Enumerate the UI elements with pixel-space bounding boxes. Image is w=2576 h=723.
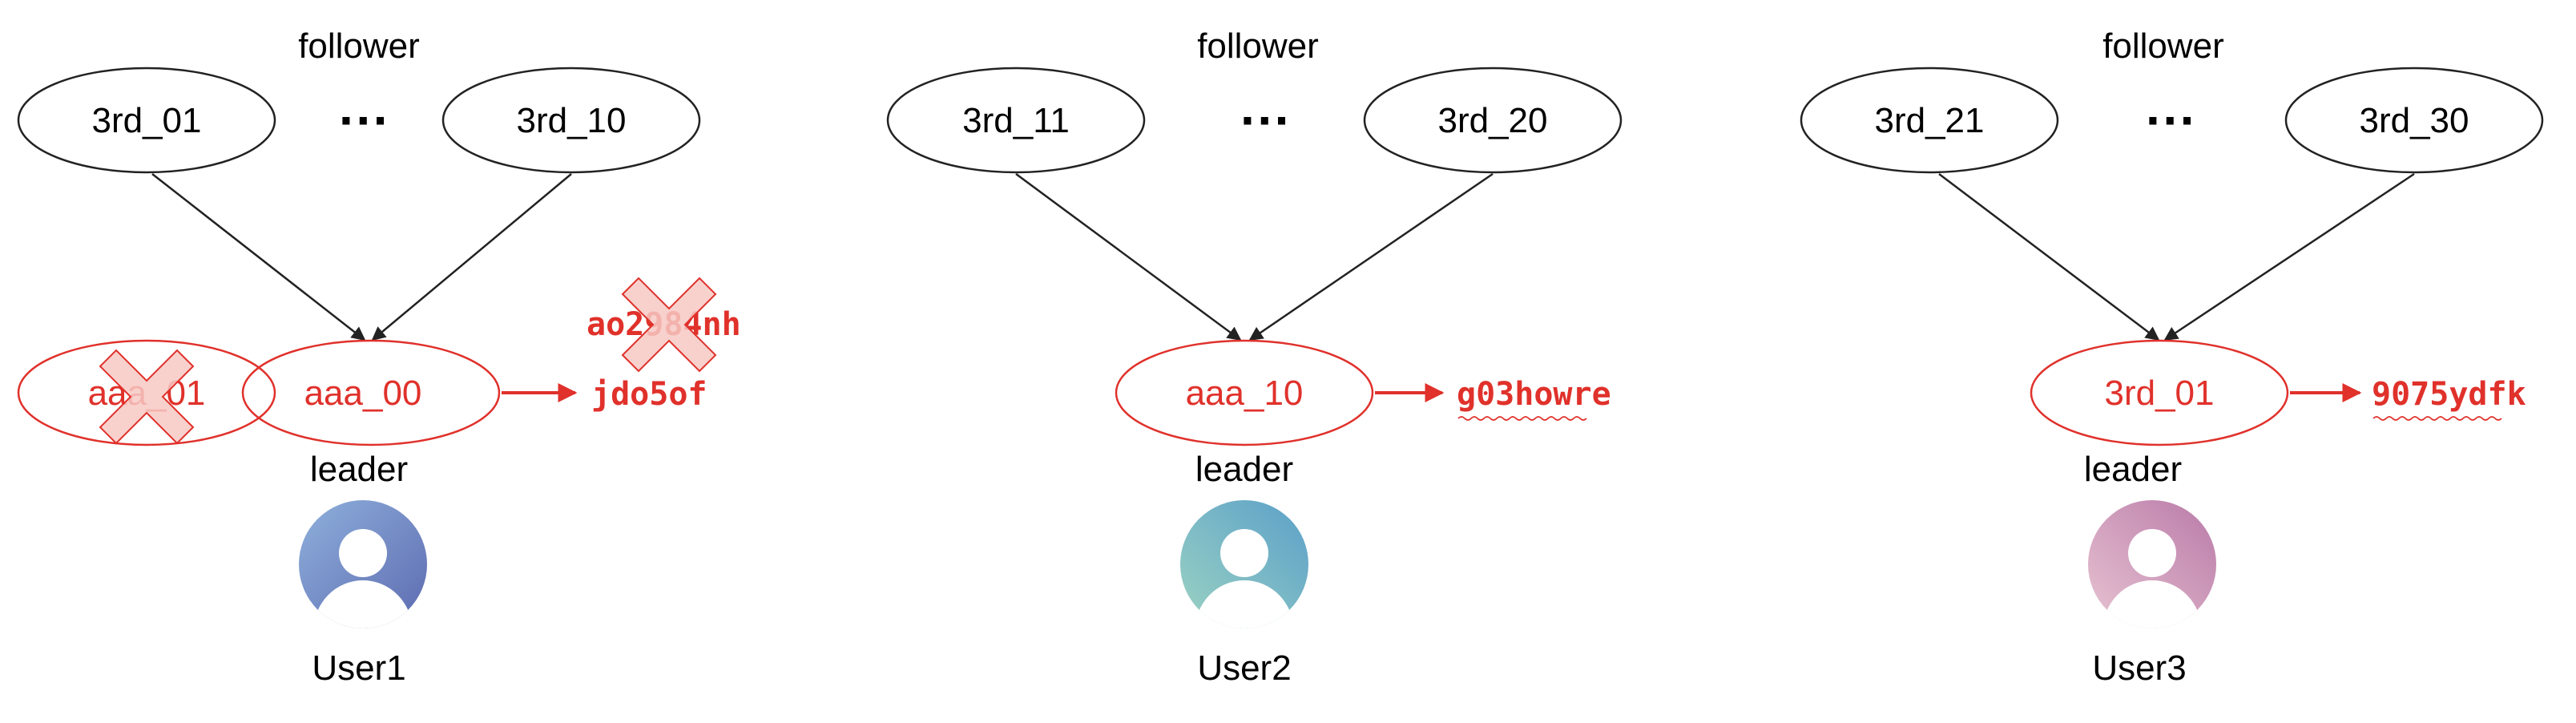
person-icon bbox=[313, 529, 413, 628]
leader-node[interactable] bbox=[241, 339, 501, 446]
leader-node-label: aaa_10 bbox=[1186, 374, 1304, 413]
follower-node[interactable] bbox=[441, 67, 701, 174]
leader-label: leader bbox=[310, 450, 408, 489]
person-icon bbox=[1195, 529, 1294, 628]
user-label: User3 bbox=[2092, 648, 2186, 688]
follower-arrow bbox=[1248, 172, 1494, 341]
token: 9075ydfk bbox=[2372, 376, 2526, 413]
ellipsis: ··· bbox=[339, 91, 390, 149]
avatar bbox=[1180, 500, 1308, 628]
follower-node-label: 3rd_01 bbox=[91, 101, 201, 140]
token: jdo5of bbox=[591, 376, 707, 413]
group-user3: follower 3rd_21 ··· 3rd_30 3rd_01 9075yd… bbox=[1800, 26, 2544, 688]
user-label: User2 bbox=[1197, 648, 1291, 688]
person-icon bbox=[2102, 529, 2202, 628]
leader-label: leader bbox=[1195, 450, 1293, 489]
cross-mark-icon bbox=[621, 277, 717, 373]
token: g03howre bbox=[1457, 376, 1611, 413]
avatar bbox=[299, 500, 427, 628]
follower-node-label: 3rd_21 bbox=[1874, 101, 1984, 140]
follower-arrow bbox=[371, 173, 572, 341]
follower-arrow bbox=[2163, 172, 2415, 341]
user-label: User1 bbox=[312, 648, 405, 688]
group-user1: follower 3rd_01 ··· 3rd_10 aaa_01 aaa_00… bbox=[17, 26, 741, 688]
follower-node-label: 3rd_11 bbox=[962, 101, 1070, 140]
follower-node[interactable] bbox=[2284, 67, 2544, 174]
follower-node-label: 3rd_30 bbox=[2359, 101, 2469, 140]
leader-node-label: 3rd_01 bbox=[2104, 374, 2214, 413]
group-user2: follower 3rd_11 ··· 3rd_20 aaa_10 g03how… bbox=[886, 26, 1623, 688]
leader-node[interactable] bbox=[1115, 339, 1374, 446]
follower-node[interactable] bbox=[886, 67, 1146, 174]
follower-label: follower bbox=[1197, 26, 1319, 66]
follower-label: follower bbox=[2102, 26, 2224, 66]
ellipsis: ··· bbox=[1240, 91, 1292, 149]
follower-node-label: 3rd_10 bbox=[516, 101, 626, 140]
follower-arrow bbox=[1938, 173, 2160, 341]
cross-mark-icon bbox=[99, 349, 195, 445]
leader-node-label: aaa_00 bbox=[304, 374, 422, 413]
token-underline bbox=[1457, 416, 1587, 421]
follower-node[interactable] bbox=[17, 67, 276, 174]
follower-arrow bbox=[151, 173, 366, 341]
follower-label: follower bbox=[298, 26, 420, 66]
leader-node[interactable] bbox=[2030, 339, 2289, 446]
follower-arrow bbox=[1015, 172, 1242, 341]
follower-node[interactable] bbox=[1363, 67, 1623, 174]
leader-label: leader bbox=[2084, 450, 2182, 489]
token-underline bbox=[2372, 416, 2502, 421]
avatar bbox=[2088, 500, 2216, 628]
follower-node[interactable] bbox=[1800, 67, 2059, 174]
follower-node-label: 3rd_20 bbox=[1437, 101, 1547, 140]
ellipsis: ··· bbox=[2146, 91, 2197, 149]
